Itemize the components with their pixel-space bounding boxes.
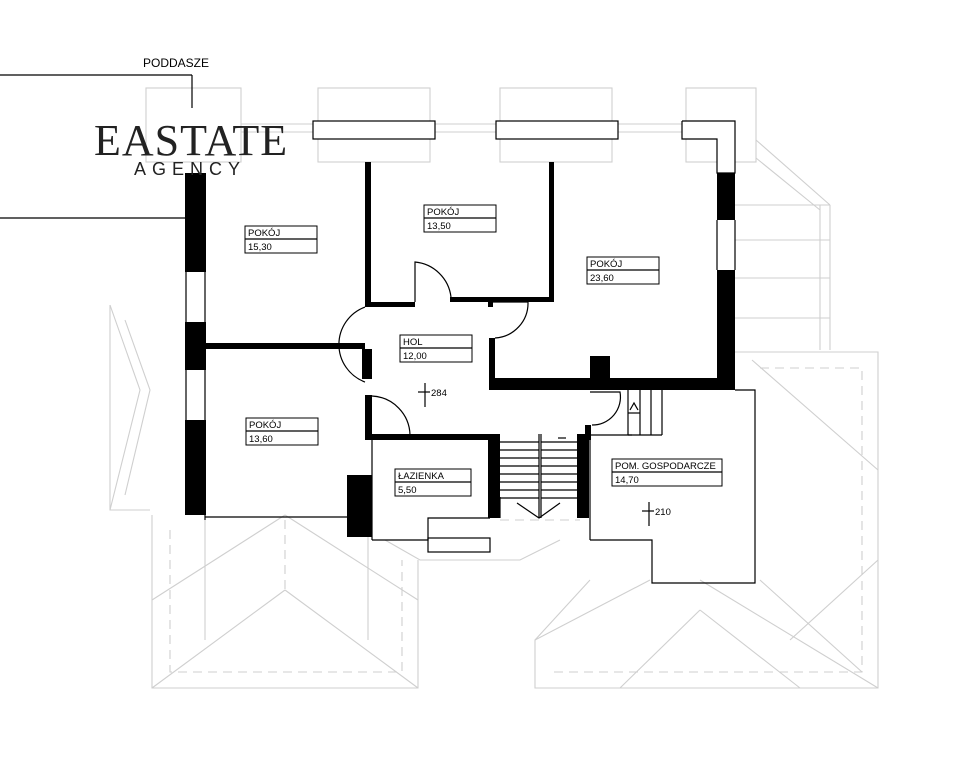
svg-text:POKÓJ: POKÓJ: [249, 420, 281, 431]
svg-text:5,50: 5,50: [398, 485, 417, 496]
svg-text:15,30: 15,30: [248, 242, 272, 253]
windows: [185, 120, 736, 420]
svg-text:284: 284: [431, 388, 447, 399]
brand-logo: EASTATE AGENCY: [94, 116, 288, 179]
doors: [338, 261, 622, 436]
floor-title: PODDASZE: [143, 56, 209, 70]
svg-text:POKÓJ: POKÓJ: [590, 259, 622, 270]
svg-text:13,50: 13,50: [427, 221, 451, 232]
room-label-pom-gospodarcze: POM. GOSPODARCZE 14,70: [611, 458, 723, 487]
room-label-pokoj-1530: POKÓJ 15,30: [244, 225, 318, 254]
svg-text:14,70: 14,70: [615, 475, 639, 486]
svg-text:23,60: 23,60: [590, 273, 614, 284]
room-label-pokoj-2360: POKÓJ 23,60: [586, 256, 660, 285]
brand-name: EASTATE: [94, 116, 288, 165]
svg-text:POKÓJ: POKÓJ: [427, 207, 459, 218]
room-label-pokoj-1360: POKÓJ 13,60: [245, 417, 319, 446]
svg-text:13,60: 13,60: [249, 434, 273, 445]
svg-text:POM. GOSPODARCZE: POM. GOSPODARCZE: [615, 461, 716, 472]
staircase: [499, 390, 663, 519]
brand-sub: AGENCY: [134, 159, 246, 179]
room-label-lazienka: ŁAZIENKA 5,50: [394, 468, 472, 497]
room-labels: POKÓJ 15,30 POKÓJ 13,50 POKÓJ 23,60 HOL …: [244, 204, 723, 497]
svg-text:POKÓJ: POKÓJ: [248, 228, 280, 239]
floor-title-frame: [0, 74, 193, 219]
room-label-hol: HOL 12,00: [399, 334, 473, 363]
svg-text:12,00: 12,00: [403, 351, 427, 362]
room-label-pokoj-1350: POKÓJ 13,50: [423, 204, 497, 233]
svg-text:210: 210: [655, 507, 671, 518]
level-mark-284: 284: [418, 383, 447, 407]
svg-text:ŁAZIENKA: ŁAZIENKA: [398, 471, 445, 482]
level-mark-210: 210: [642, 502, 671, 526]
svg-text:HOL: HOL: [403, 337, 423, 348]
walls: [185, 162, 735, 537]
